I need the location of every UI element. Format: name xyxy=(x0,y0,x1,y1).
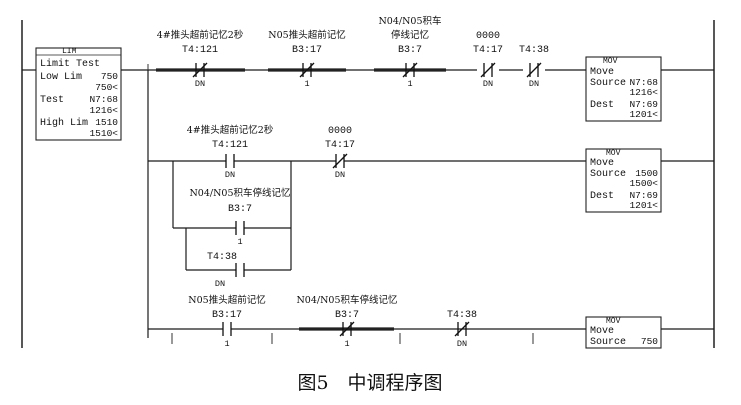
mov-title: MOV xyxy=(606,149,621,158)
contact-bit: DN xyxy=(335,170,345,180)
mov-source-value: 750 xyxy=(641,336,658,347)
lim-low-value: 750 xyxy=(101,71,118,82)
contact-bit: 1 xyxy=(344,339,349,349)
contact-bit: 1 xyxy=(237,237,242,247)
mov-dest-value: N7:69 xyxy=(629,99,658,110)
lim-test-actual: 1216< xyxy=(89,105,118,116)
contact-t4-38-rung3: T4:38 DN xyxy=(447,310,477,349)
contact-address: T4:38 xyxy=(207,252,237,263)
contact-address: T4:121 xyxy=(182,45,218,56)
contact-bit: DN xyxy=(529,79,539,89)
mov-dest-label: Dest xyxy=(590,191,614,202)
mov-dest-actual: 1201< xyxy=(629,109,658,120)
mov-block-rung1: MOV Move Source N7:68 1216< Dest N7:69 1… xyxy=(585,56,662,122)
mov-source-value: 1500 xyxy=(635,168,658,179)
rung-2: 4#推头超前记忆2秒 T4:121 DN 0000 T4:17 DN N04/N… xyxy=(147,70,714,338)
contact-label-line1: N04/N05积车 xyxy=(378,15,441,27)
contact-bit: DN xyxy=(195,79,205,89)
mov-source-value: N7:68 xyxy=(629,77,658,88)
contact-address: T4:38 xyxy=(447,310,477,321)
mov-title: MOV xyxy=(603,57,618,66)
contact-b3-7-rung1: N04/N05积车 停线记忆 B3:7 1 xyxy=(374,15,446,89)
contact-label: N04/N05积车停线记忆 xyxy=(189,187,290,199)
lim-low-label: Low Lim xyxy=(40,71,82,83)
contact-label: N05推头超前记忆 xyxy=(268,29,345,41)
contact-address: B3:7 xyxy=(398,45,422,56)
mov-source-label: Source xyxy=(590,337,626,348)
lim-block-title: LIM xyxy=(62,47,77,56)
mov-dest-actual: 1201< xyxy=(629,200,658,211)
mov-source-label: Source xyxy=(590,169,626,180)
contact-bit: 1 xyxy=(224,339,229,349)
lim-block-name: Limit Test xyxy=(40,58,100,70)
mov-block-rung3: MOV Move Source 750 xyxy=(585,316,662,349)
contact-address: B3:17 xyxy=(292,45,322,56)
contact-b3-17-rung1: N05推头超前记忆 B3:17 1 xyxy=(268,29,346,89)
contact-label: 0000 xyxy=(328,126,352,137)
contact-bit: 1 xyxy=(407,79,412,89)
contact-address: T4:17 xyxy=(473,45,503,56)
contact-t4-17-rung2: 0000 T4:17 DN xyxy=(325,126,355,180)
contact-t4-38-rung1: T4:38 DN xyxy=(519,45,549,89)
mov-dest-value: N7:69 xyxy=(629,190,658,201)
contact-b3-7-rung3: N04/N05积车停线记忆 B3:7 1 xyxy=(296,294,397,349)
contact-t4-121-rung1: 4#推头超前记忆2秒 T4:121 DN xyxy=(156,29,245,89)
contact-address: T4:121 xyxy=(212,140,248,151)
mov-source-actual: 1216< xyxy=(629,87,658,98)
contact-address: B3:7 xyxy=(335,310,359,321)
mov-block-rung2: MOV Move Source 1500 1500< Dest N7:69 12… xyxy=(585,148,662,213)
contact-b3-7-rung2: N04/N05积车停线记忆 B3:7 1 xyxy=(189,187,290,247)
figure-caption: 图5 中调程序图 xyxy=(297,372,442,394)
contact-label: N04/N05积车停线记忆 xyxy=(296,294,397,306)
contact-bit: DN xyxy=(457,339,467,349)
contact-label: N05推头超前记忆 xyxy=(188,294,265,306)
lim-high-actual: 1510< xyxy=(89,128,118,139)
mov-dest-label: Dest xyxy=(590,100,614,111)
contact-address: B3:7 xyxy=(228,204,252,215)
lim-low-actual: 750< xyxy=(95,82,118,93)
contact-address: T4:17 xyxy=(325,140,355,151)
rung-3: N05推头超前记忆 B3:17 1 N04/N05积车停线记忆 B3:7 1 T… xyxy=(148,294,714,349)
mov-source-label: Source xyxy=(590,78,626,89)
contact-t4-17-rung1: 0000 T4:17 DN xyxy=(473,31,503,89)
contact-bit: DN xyxy=(225,170,235,180)
lim-test-value: N7:68 xyxy=(89,94,118,105)
rung-1: LIM Limit Test Low Lim 750 750< Test N7:… xyxy=(22,15,714,141)
contact-bit: 1 xyxy=(304,79,309,89)
mov-name: Move xyxy=(590,326,614,337)
contact-bit: DN xyxy=(483,79,493,89)
contact-label: 4#推头超前记忆2秒 xyxy=(187,124,274,136)
mov-title: MOV xyxy=(606,317,621,326)
contact-label-line2: 停线记忆 xyxy=(391,29,429,41)
contact-t4-121-rung2: 4#推头超前记忆2秒 T4:121 DN xyxy=(187,124,274,180)
contact-bit: DN xyxy=(215,279,225,289)
contact-address: T4:38 xyxy=(519,45,549,56)
lim-high-value: 1510 xyxy=(95,117,118,128)
mov-name: Move xyxy=(590,158,614,169)
lim-test-label: Test xyxy=(40,95,64,106)
limit-test-block: LIM Limit Test Low Lim 750 750< Test N7:… xyxy=(35,47,122,141)
mov-name: Move xyxy=(590,67,614,78)
contact-label: 0000 xyxy=(476,31,500,42)
contact-b3-17-rung3: N05推头超前记忆 B3:17 1 xyxy=(188,294,265,349)
contact-address: B3:17 xyxy=(212,310,242,321)
contact-label: 4#推头超前记忆2秒 xyxy=(157,29,244,41)
lim-high-label: High Lim xyxy=(40,117,88,129)
mov-source-actual: 1500< xyxy=(629,178,658,189)
contact-t4-38-rung2: T4:38 DN xyxy=(207,252,245,289)
